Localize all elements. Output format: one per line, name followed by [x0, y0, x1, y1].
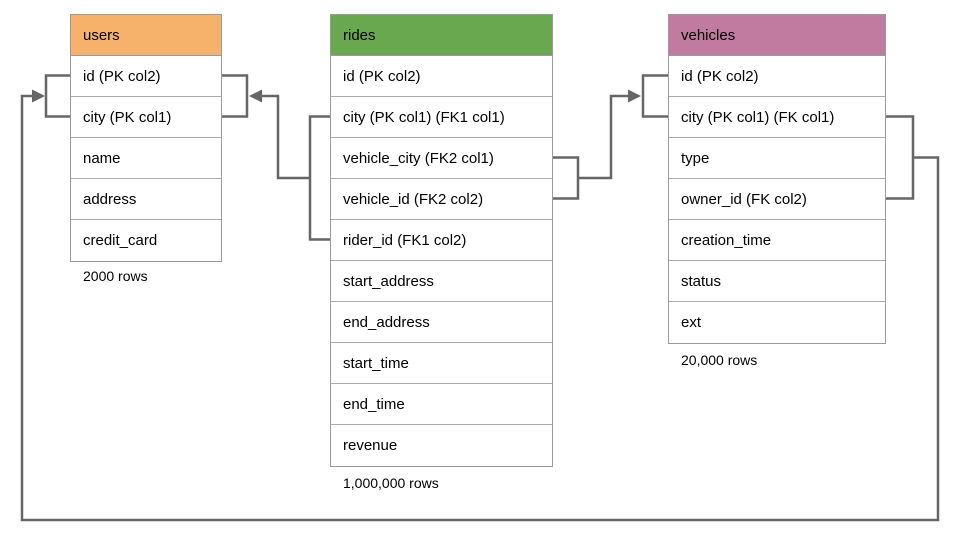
table-row: status — [669, 261, 885, 302]
table-row: id (PK col2) — [71, 56, 221, 97]
table-row: end_address — [331, 302, 552, 343]
table-row: id (PK col2) — [331, 56, 552, 97]
vehicles-left-bracket — [641, 74, 668, 118]
vehicles-row-count-label: 20,000 rows — [681, 352, 758, 368]
table-users-header: users — [71, 15, 221, 56]
connector-rides-to-vehicles — [553, 74, 668, 200]
arrowhead-into-vehicles-left — [628, 89, 641, 103]
rides-row-count-label: 1,000,000 rows — [343, 475, 439, 491]
connector-rides-to-users — [222, 74, 330, 241]
table-row: city (PK col1) (FK1 col1) — [331, 97, 552, 138]
table-row: owner_id (FK col2) — [669, 179, 885, 220]
table-rides-header: rides — [331, 15, 552, 56]
table-vehicles: vehicles id (PK col2) city (PK col1) (FK… — [668, 14, 886, 344]
table-row: city (PK col1) (FK col1) — [669, 97, 885, 138]
rides-right-bracket — [553, 156, 580, 200]
table-row: id (PK col2) — [669, 56, 885, 97]
table-row: vehicle_city (FK2 col1) — [331, 138, 552, 179]
table-row: start_time — [331, 343, 552, 384]
table-row: type — [669, 138, 885, 179]
table-row: rider_id (FK1 col2) — [331, 220, 552, 261]
table-users: users id (PK col2) city (PK col1) name a… — [70, 14, 222, 262]
table-row: revenue — [331, 425, 552, 466]
users-row-count-label: 2000 rows — [83, 268, 148, 284]
table-row: credit_card — [71, 220, 221, 261]
arrowhead-into-users-left — [32, 89, 45, 103]
table-row: address — [71, 179, 221, 220]
vehicles-right-bracket — [886, 115, 915, 200]
connector-branch — [578, 94, 630, 180]
users-right-bracket — [222, 74, 249, 118]
connector-vehicles-to-users — [20, 74, 940, 522]
table-vehicles-header: vehicles — [669, 15, 885, 56]
table-row: start_address — [331, 261, 552, 302]
users-left-bracket — [44, 74, 70, 118]
table-row: city (PK col1) — [71, 97, 221, 138]
table-row: end_time — [331, 384, 552, 425]
arrowhead-into-users-right — [249, 89, 262, 103]
table-rides: rides id (PK col2) city (PK col1) (FK1 c… — [330, 14, 553, 467]
table-row: creation_time — [669, 220, 885, 261]
table-row: ext — [669, 302, 885, 343]
table-row: vehicle_id (FK2 col2) — [331, 179, 552, 220]
connector-branch — [260, 94, 310, 180]
rides-left-bracket — [308, 115, 330, 241]
connector-loop — [20, 94, 940, 522]
table-row: name — [71, 138, 221, 179]
